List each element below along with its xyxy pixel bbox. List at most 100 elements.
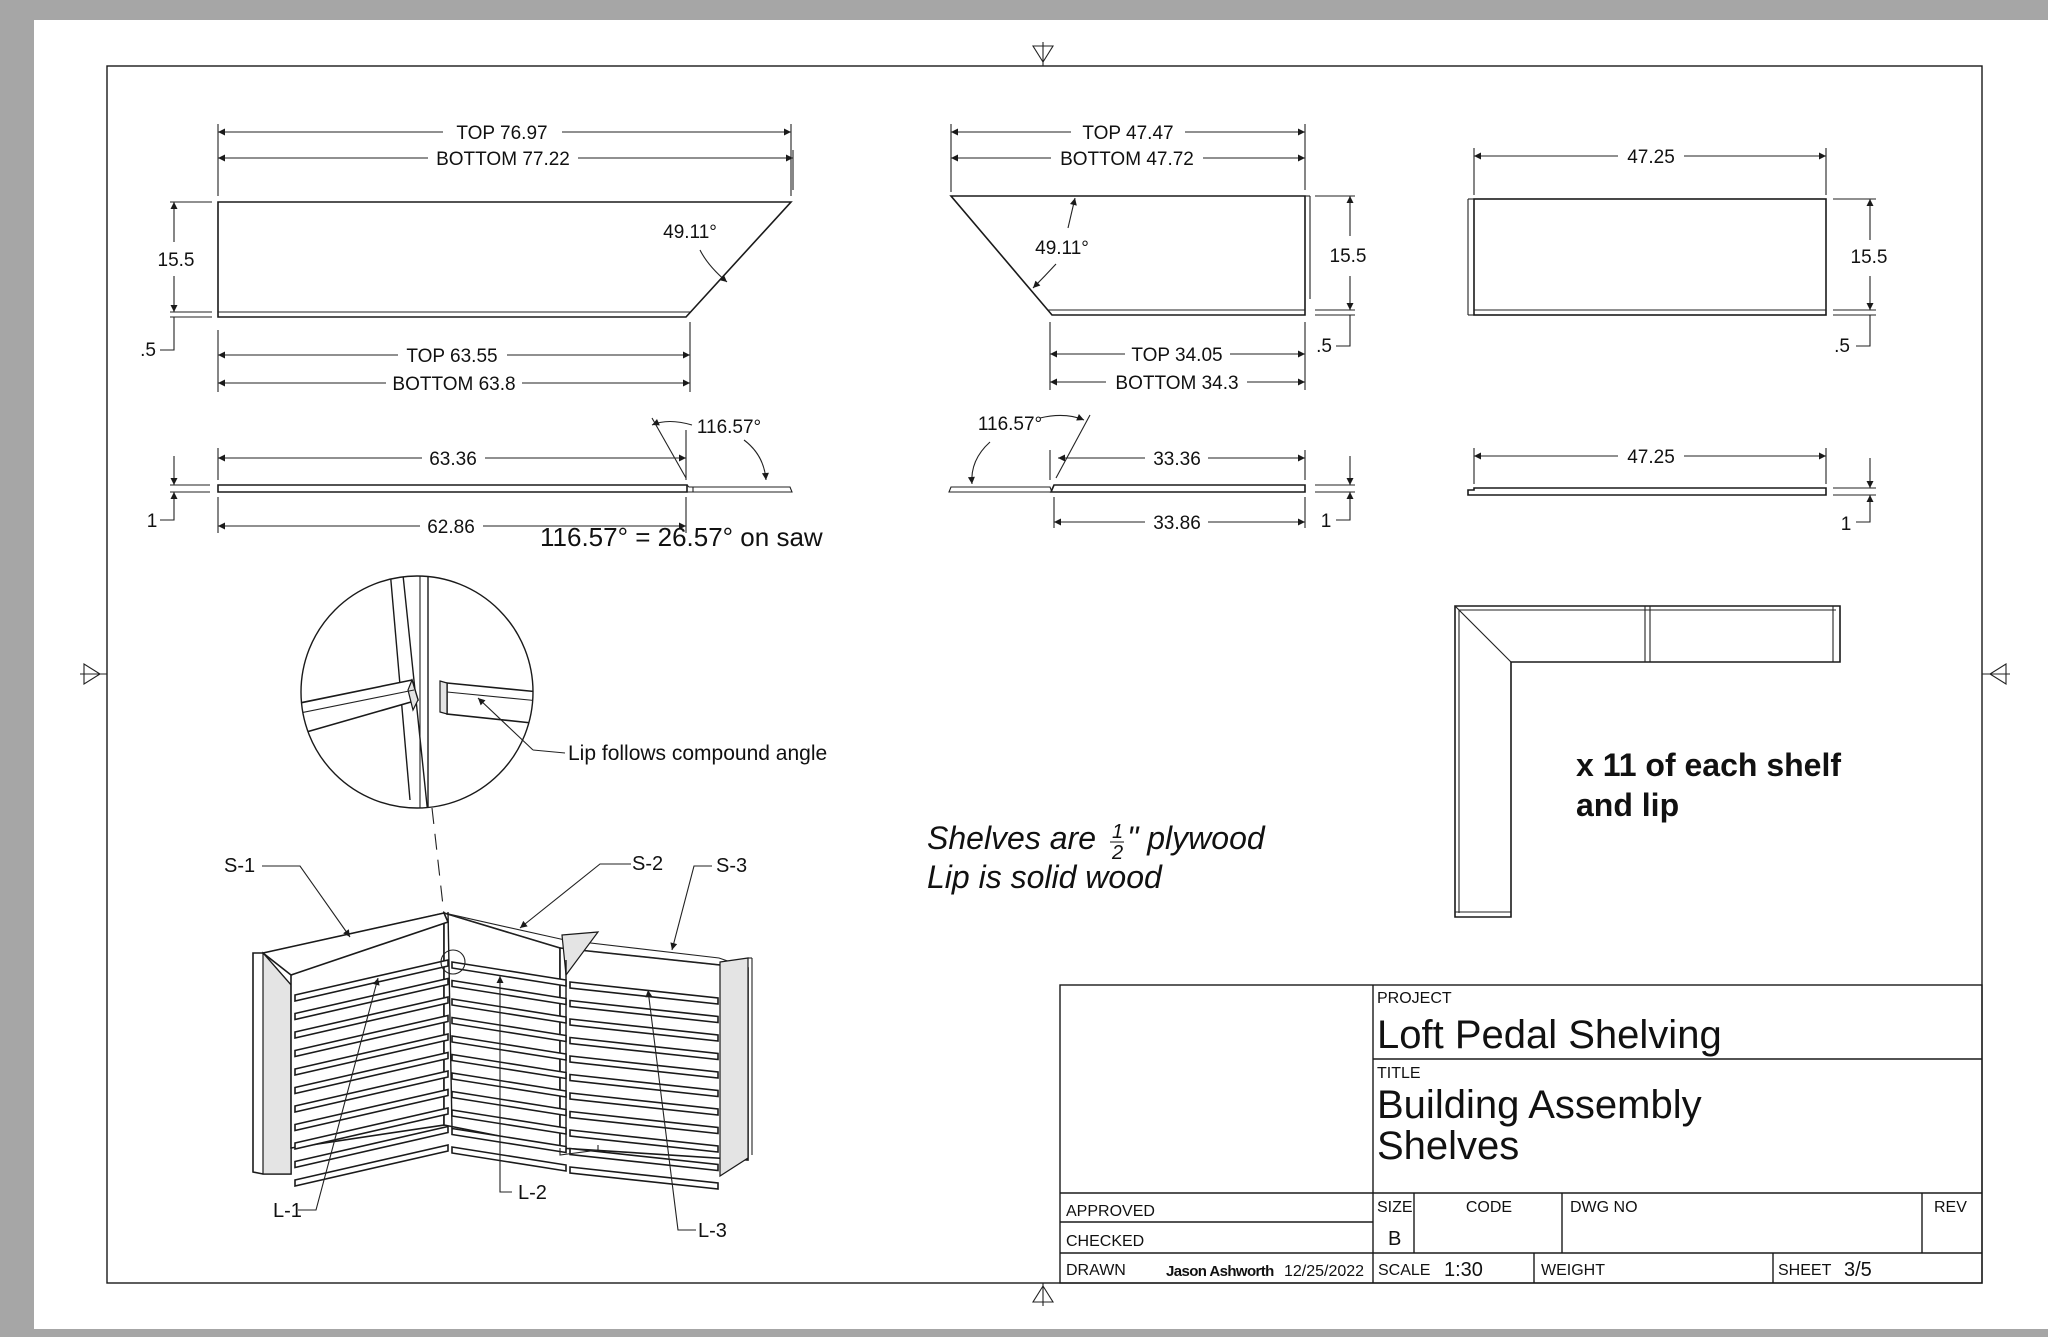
assembly-top-view	[1454, 605, 1841, 918]
l2-bottom-length: 33.86	[1153, 513, 1201, 534]
iso-shelf-2-segment-2	[451, 979, 567, 1006]
lip-l2-view: 33.36 33.86 116.57° 1	[948, 414, 1355, 534]
center-mark-bottom	[1032, 1283, 1054, 1306]
s1-lip-thickness: .5	[140, 340, 156, 361]
iso-shelf-5-segment-2	[451, 1035, 567, 1061]
label-l1: L-1	[273, 1200, 302, 1222]
s2-bottom-length: BOTTOM 47.72	[1060, 149, 1194, 170]
sheet-value: 3/5	[1844, 1259, 1872, 1281]
s2-top-length: TOP 47.47	[1082, 123, 1173, 144]
weight-label: WEIGHT	[1541, 1262, 1605, 1279]
lip-detail-note: Lip follows compound angle	[568, 742, 827, 765]
material-frac-den: 2	[1111, 842, 1123, 864]
rev-label: REV	[1934, 1199, 1967, 1216]
title-block: PROJECT Loft Pedal Shelving TITLE Buildi…	[1059, 984, 1983, 1284]
iso-shelf-1-segment-3	[569, 981, 719, 1005]
iso-shelf-6-segment-1	[294, 1051, 449, 1095]
approved-label: APPROVED	[1066, 1203, 1155, 1220]
label-s3: S-3	[716, 855, 747, 877]
sheet-label: SHEET	[1778, 1262, 1832, 1279]
project-label: PROJECT	[1377, 990, 1452, 1007]
lip-l3-view: 47.25 1	[1467, 447, 1876, 535]
iso-shelf-11-segment-1	[294, 1143, 449, 1188]
drawing-sheet: TOP 76.97 BOTTOM 77.22 15.5 .5 49.11° TO…	[34, 20, 2048, 1329]
iso-shelf-8-segment-1	[294, 1088, 449, 1132]
title-line2: Shelves	[1377, 1124, 1519, 1168]
iso-shelf-3-segment-2	[451, 998, 567, 1024]
iso-shelf-4-segment-2	[451, 1016, 567, 1043]
isometric-shelves	[294, 958, 719, 1190]
iso-shelf-2-segment-3	[569, 999, 719, 1024]
center-mark-left	[80, 663, 107, 685]
s1-inner-bottom: BOTTOM 63.8	[392, 374, 515, 395]
material-note: Shelves are 1 2 " plywood Lip is solid w…	[927, 820, 1266, 895]
l3-width: 47.25	[1627, 447, 1675, 468]
center-mark-right	[1982, 663, 2010, 685]
assembly-isometric-view: S-1 S-2 S-3 L-1 L-2 L-3	[224, 853, 753, 1242]
s3-lip-thickness: .5	[1834, 336, 1850, 357]
l1-angle: 116.57°	[697, 417, 761, 438]
s2-inner-top: TOP 34.05	[1131, 345, 1222, 366]
scale-label: SCALE	[1378, 1262, 1430, 1279]
shelf-s1-view: TOP 76.97 BOTTOM 77.22 15.5 .5 49.11° TO…	[140, 123, 794, 395]
label-l3: L-3	[698, 1220, 727, 1242]
iso-shelf-5-segment-3	[569, 1055, 719, 1079]
label-s1: S-1	[224, 855, 255, 877]
iso-shelf-9-segment-3	[569, 1129, 719, 1153]
center-mark-top	[1032, 42, 1054, 66]
svg-text:Shelves are: Shelves are	[927, 820, 1096, 856]
quantity-note-line2: and lip	[1576, 787, 1679, 823]
s1-height: 15.5	[158, 250, 195, 271]
label-s2: S-2	[632, 853, 663, 875]
drawn-by: Jason Ashworth	[1166, 1263, 1274, 1280]
s3-height: 15.5	[1851, 247, 1888, 268]
material-shelves-post: " plywood	[1127, 820, 1266, 856]
s2-height: 15.5	[1330, 246, 1367, 267]
l1-thickness: 1	[147, 511, 158, 532]
iso-shelf-5-segment-1	[294, 1032, 449, 1077]
iso-shelf-8-segment-3	[569, 1110, 719, 1135]
lip-l1-view: 63.36 62.86 116.57° 1	[147, 417, 793, 538]
iso-shelf-11-segment-3	[569, 1166, 719, 1190]
shelf-s3-view: 47.25 15.5 .5	[1467, 147, 1888, 357]
iso-shelf-10-segment-2	[451, 1127, 567, 1154]
drawn-label: DRAWN	[1066, 1262, 1126, 1279]
iso-shelf-1-segment-2	[451, 961, 567, 987]
s1-inner-top: TOP 63.55	[406, 346, 497, 367]
title-line1: Building Assembly	[1377, 1083, 1702, 1127]
lip-detail-view: Lip follows compound angle	[300, 575, 827, 951]
l2-thickness: 1	[1321, 511, 1332, 532]
s1-top-length: TOP 76.97	[456, 123, 547, 144]
dwg-no-label: DWG NO	[1570, 1199, 1638, 1216]
iso-shelf-7-segment-3	[569, 1092, 719, 1116]
size-label: SIZE	[1377, 1199, 1413, 1216]
scale-value: 1:30	[1444, 1259, 1483, 1281]
l1-top-length: 63.36	[429, 449, 477, 470]
s1-angle: 49.11°	[663, 222, 717, 243]
s2-lip-thickness: .5	[1316, 336, 1332, 357]
l3-thickness: 1	[1841, 514, 1852, 535]
material-frac-num: 1	[1112, 821, 1123, 843]
code-label: CODE	[1466, 1199, 1512, 1216]
iso-shelf-2-segment-1	[294, 977, 449, 1021]
s2-inner-bottom: BOTTOM 34.3	[1115, 373, 1238, 394]
drawn-date: 12/25/2022	[1284, 1263, 1364, 1280]
s1-bottom-length: BOTTOM 77.22	[436, 149, 570, 170]
iso-shelf-6-segment-3	[569, 1073, 719, 1098]
iso-shelf-4-segment-3	[569, 1036, 719, 1061]
l2-top-length: 33.36	[1153, 449, 1201, 470]
iso-shelf-1-segment-1	[294, 958, 449, 1003]
checked-label: CHECKED	[1066, 1233, 1144, 1250]
material-lip: Lip is solid wood	[927, 859, 1163, 895]
drawing-canvas: TOP 76.97 BOTTOM 77.22 15.5 .5 49.11° TO…	[80, 42, 2010, 1306]
iso-shelf-3-segment-3	[569, 1018, 719, 1042]
l2-angle: 116.57°	[978, 414, 1042, 435]
size-value: B	[1388, 1228, 1401, 1250]
shelf-s2-view: TOP 47.47 BOTTOM 47.72 15.5 .5 49.11° TO…	[949, 123, 1367, 394]
title-label: TITLE	[1377, 1065, 1421, 1082]
quantity-note-line1: x 11 of each shelf	[1576, 747, 1841, 783]
label-l2: L-2	[518, 1182, 547, 1204]
iso-shelf-6-segment-2	[451, 1053, 567, 1080]
iso-shelf-8-segment-2	[451, 1090, 567, 1117]
iso-shelf-11-segment-2	[451, 1146, 567, 1172]
